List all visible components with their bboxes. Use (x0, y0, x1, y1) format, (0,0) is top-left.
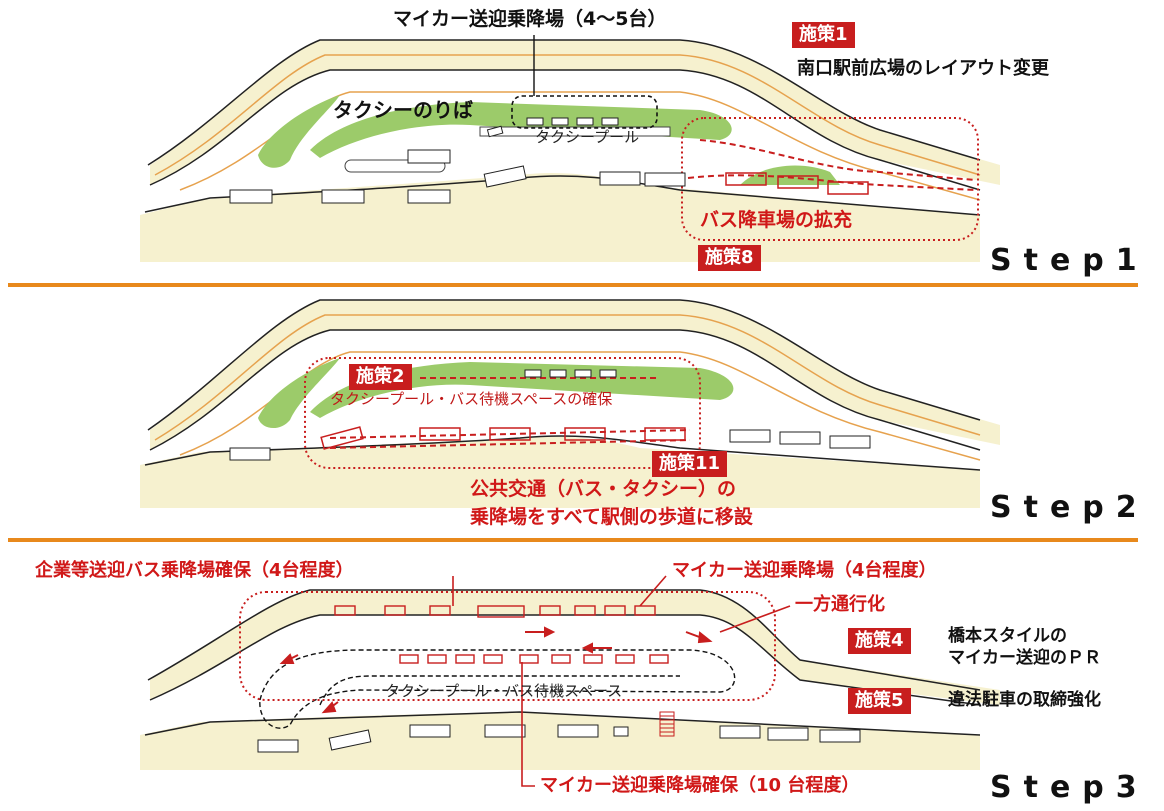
panel-1-drawing (140, 35, 1000, 262)
separator-1 (8, 283, 1138, 287)
panel-3-car-dropoff-bottom: マイカー送迎乗降場確保（10 台程度） (540, 775, 860, 796)
panel-1-red-buses (725, 172, 869, 195)
panel-3-road-outer (147, 589, 981, 691)
panel-3-taxi-pool-dashed-outer (259, 649, 736, 729)
panel-2-desc-line-1: 公共交通（バス・タクシー）の (470, 478, 737, 500)
panel-1-badge-desc: 南口駅前広場のレイアウト変更 (797, 58, 1049, 79)
panel-2-green-main (310, 362, 734, 418)
panel-2-area-label: タクシープール・バス待機スペースの確保 (330, 390, 613, 408)
panel-2-area-dotted (304, 357, 701, 469)
panel-3-lower-land (140, 712, 980, 770)
panel-3-pool-label: タクシープール・バス待機スペース (385, 682, 623, 700)
panel-2-green-left (258, 358, 340, 429)
panel-3-car-dropoff-top: マイカー送迎乗降場（4台程度） (672, 560, 937, 581)
panel-3-red-cars-mid (399, 654, 669, 664)
panel-2-road-outer (147, 299, 981, 431)
panel-2-badge-2: 施策11 (652, 451, 728, 477)
panel-3-arrows (279, 626, 713, 714)
panel-1-bus-area-dotted (681, 117, 979, 241)
panel-3-badge-4: 施策4 (848, 628, 911, 654)
panel-1-step-label: Step1 (990, 243, 1149, 278)
panel-1-badge: 施策1 (792, 22, 855, 48)
panel-2-red-dashed-1 (329, 429, 691, 439)
panel-1-road-outer (147, 39, 981, 166)
panel-1-green-main (310, 102, 732, 158)
panel-3-one-way: 一方通行化 (795, 594, 885, 615)
panel-2-orange-line-a (154, 314, 981, 441)
panel-1-taxi-stand: タクシーのりば (333, 98, 473, 122)
panel-1-bus-expansion: バス降車場の拡充 (700, 209, 853, 231)
panel-2-lower-land (140, 436, 980, 508)
panel-3-badge-5: 施策5 (848, 688, 911, 714)
panel-1-road-inner (149, 69, 981, 191)
panel-1-badge-2: 施策8 (698, 245, 761, 271)
panel-2-road-inner (149, 329, 981, 451)
panel-3-drawing (140, 575, 1000, 787)
panel-2-red-buses (320, 426, 686, 450)
panel-3-taxi-pool-dashed-inner (319, 675, 680, 706)
panel-3-badge-5-desc: 違法駐車の取締強化 (948, 690, 1101, 710)
panel-2-drawing (140, 299, 1000, 508)
panel-1-red-dashed-road (687, 174, 976, 191)
panel-1-taxi-pool: タクシープール (535, 128, 640, 146)
panel-1-red-dashed-road-2 (699, 139, 976, 181)
separator-2 (8, 538, 1138, 542)
panel-2-badge: 施策2 (349, 364, 412, 390)
panel-3-red-cars-top (334, 605, 656, 618)
panel-3-road-inner (149, 614, 981, 706)
panel-3-badge-4-desc-line-2: マイカー送迎のＰＲ (948, 648, 1101, 668)
panel-3-zebra-stripes (660, 715, 674, 733)
panel-1-lower-land (140, 173, 980, 262)
panel-1-upper-land (150, 40, 1000, 185)
panel-3-step-label: Step3 (990, 770, 1149, 805)
panel-2-step-label: Step2 (990, 490, 1149, 525)
panel-3-badge-4-desc-line-1: 橋本スタイルの (948, 626, 1067, 646)
panel-1-vehicles (229, 117, 686, 204)
panel-1-top-caption: マイカー送迎乗降場（4～5台） (393, 8, 667, 30)
panel-2-vehicles (229, 369, 871, 461)
panel-1-taxi-pool-strip (479, 126, 671, 137)
panel-2-orange-line-b (179, 351, 981, 461)
panel-2-desc-line-2: 乗降場をすべて駅側の歩道に移設 (470, 506, 753, 528)
panel-3-oneway-dotted (239, 591, 776, 701)
panel-3-dropoff-bottom-leader (521, 662, 535, 787)
panel-3-dropoff-top-leader (639, 575, 667, 607)
panel-3-lower-road (144, 711, 981, 736)
panel-3-corporate-bus: 企業等送迎バス乗降場確保（4台程度） (35, 560, 354, 581)
panel-1-orange-line-a (154, 54, 981, 176)
panel-1-orange-line-b (179, 91, 981, 201)
panel-3-vehicles (257, 724, 861, 753)
panel-3-oneway-leader (719, 605, 791, 633)
panel-1-green-left (258, 95, 340, 168)
panel-2-red-dashed-2 (329, 439, 691, 449)
